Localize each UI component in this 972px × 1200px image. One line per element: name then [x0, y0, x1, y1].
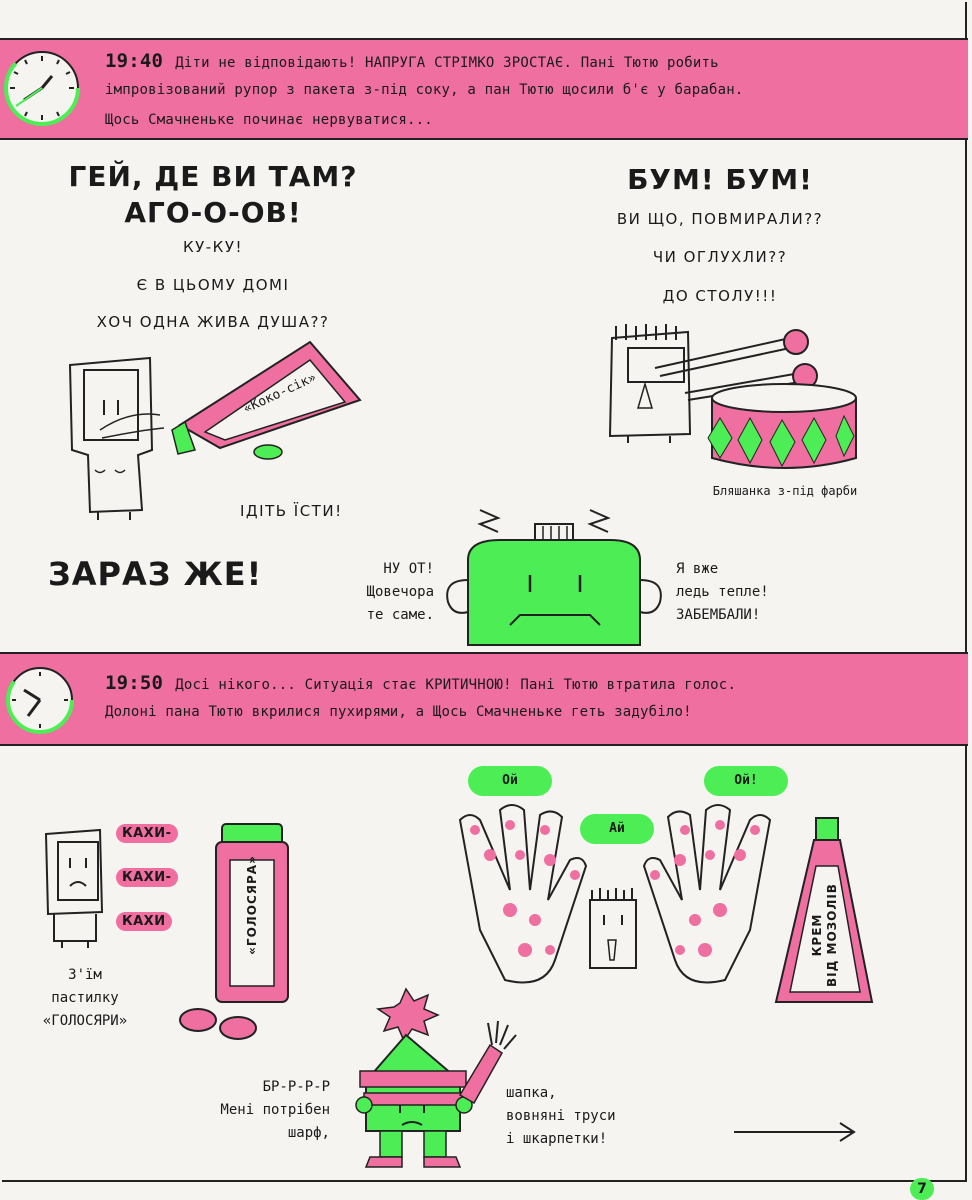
pot-right-line: ЗАБЕМБАЛИ!	[676, 607, 761, 623]
cream-label: ВІД МОЗОЛІВ	[825, 883, 839, 987]
cold-right-line: шапка,	[506, 1085, 557, 1101]
cold-left-line: БР-Р-Р-Р	[262, 1079, 330, 1095]
cold-left-line: шарф,	[287, 1125, 330, 1141]
cream-tube-illustration	[774, 817, 874, 1003]
page-frame	[2, 2, 967, 1182]
shout-line: ВИ ЩО, ПОВМИРАЛИ??	[616, 210, 824, 228]
cold-left-line: Мені потрібен	[220, 1102, 330, 1118]
blistered-hands-illustration	[458, 804, 772, 984]
cough-label: КАХИ	[116, 912, 172, 931]
cold-character-illustration	[355, 987, 517, 1168]
coughing-character-illustration	[44, 828, 104, 948]
shout-heading: БУМ! БУМ!	[627, 163, 813, 196]
shout-heading: ГЕЙ, ДЕ ВИ ТАМ?	[68, 160, 358, 193]
pot-left-line: те саме.	[366, 607, 434, 623]
speech-bubble: Ай	[580, 814, 654, 844]
lozenge-caption-line: пастилку	[51, 990, 119, 1006]
speech-bubble: Ой!	[704, 766, 788, 796]
cold-right-line: вовняні труси	[506, 1108, 616, 1124]
cream-label: КРЕМ	[810, 913, 824, 957]
shout-line: Є В ЦЬОМУ ДОМІ	[136, 276, 290, 294]
page-number: 7	[910, 1178, 934, 1200]
mr-tyutyu-drum-illustration	[608, 324, 857, 469]
next-page-arrow-icon[interactable]	[732, 1120, 862, 1144]
pot-left-line: Щовечора	[366, 584, 434, 600]
pot-right-line: ледь тепле!	[676, 584, 769, 600]
lozenge-caption-line: «ГОЛОСЯРИ»	[42, 1013, 128, 1029]
shout-heading: АГО-О-ОВ!	[124, 196, 302, 229]
box-label: «ГОЛОСЯРА»	[245, 855, 259, 955]
time-label: 19:40	[105, 50, 164, 72]
cough-label: КАХИ-	[116, 868, 178, 887]
drum-caption: Бляшанка з-під фарби	[712, 484, 858, 498]
lozenge-caption-line: З'їм	[68, 967, 102, 983]
shout-line: ХОЧ ОДНА ЖИВА ДУША??	[96, 313, 330, 331]
shout-line: ІДІТЬ ЇСТИ!	[240, 502, 343, 520]
pot-left-line: НУ ОТ!	[383, 561, 434, 577]
cold-right-line: і шкарпетки!	[506, 1131, 608, 1147]
shout-line: ДО СТОЛУ!!!	[662, 287, 778, 305]
shout-line: КУ-КУ!	[182, 238, 243, 256]
banner-line: Долоні пана Тютю вкрилися пухирями, а Що…	[105, 704, 692, 720]
shout-heading: ЗАРАЗ ЖЕ!	[48, 555, 263, 593]
pot-character-illustration	[446, 509, 662, 646]
time-banner-1950: 19:50 Досі нікого... Ситуація стає КРИТИЧ…	[0, 652, 968, 746]
speech-bubble: Ой	[468, 766, 552, 796]
time-label: 19:50	[105, 672, 164, 694]
clock-icon	[4, 50, 80, 126]
banner-line: Діти не відповідають! НАПРУГА СТРІМКО ЗР…	[175, 55, 719, 71]
banner-line: Досі нікого... Ситуація стає КРИТИЧНОЮ! …	[175, 677, 737, 693]
shout-line: ЧИ ОГЛУХЛИ??	[652, 248, 788, 266]
cough-label: КАХИ-	[116, 824, 178, 843]
mrs-tyutyu-megaphone-illustration	[68, 340, 362, 520]
pot-right-line: Я вже	[676, 561, 719, 577]
banner-line: Щось Смачненьке починає нервуватися...	[105, 112, 433, 128]
lozenge-box-illustration	[179, 823, 289, 1040]
banner-line: імпровізований рупор з пакета з-під соку…	[105, 82, 744, 98]
time-banner-1940: 19:40 Діти не відповідають! НАПРУГА СТРІМ…	[0, 38, 968, 140]
clock-icon	[6, 666, 74, 734]
